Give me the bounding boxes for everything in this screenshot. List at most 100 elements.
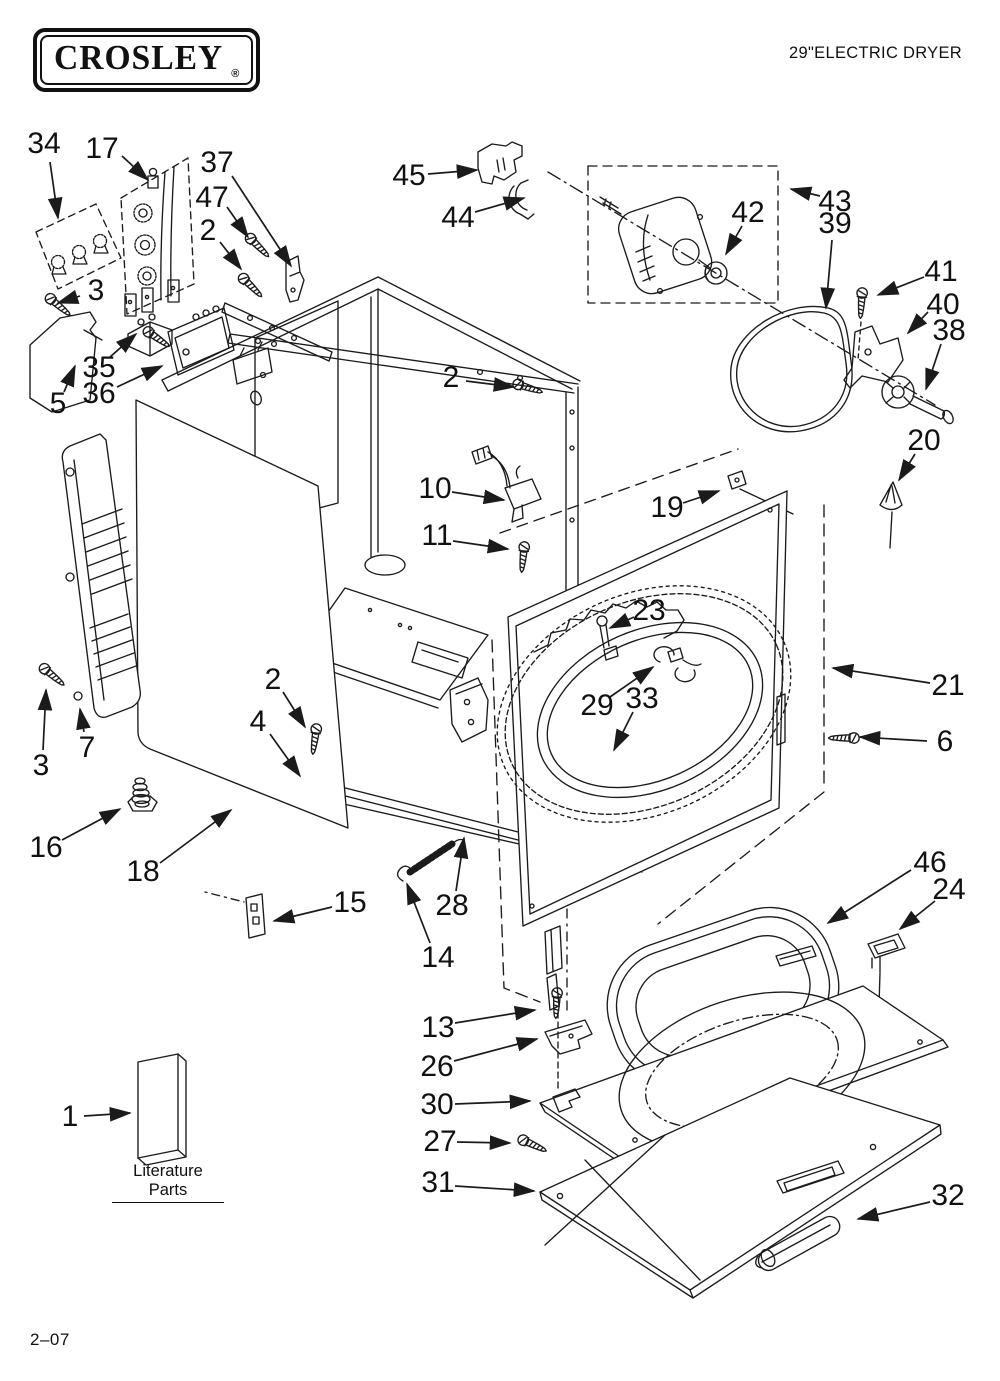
door-spring <box>396 838 465 882</box>
callout-leader-lines <box>37 155 942 1222</box>
callout-label-38: 38 <box>932 314 966 347</box>
crosley-logo: CROSLEY ® <box>33 28 261 92</box>
leader-line-30 <box>454 1094 532 1110</box>
callout-label-18: 18 <box>126 855 160 888</box>
leader-line-39 <box>820 239 836 310</box>
leader-line-6 <box>858 730 928 746</box>
registered-trademark-symbol: ® <box>231 68 240 80</box>
cone-clip <box>879 481 903 549</box>
callout-label-46: 46 <box>913 846 947 879</box>
leader-line-38 <box>925 343 942 391</box>
leader-line-45 <box>427 164 479 179</box>
callout-label-30: 30 <box>420 1088 454 1121</box>
leader-line-15 <box>272 906 333 924</box>
callout-label-2: 2 <box>199 214 217 247</box>
callout-label-16: 16 <box>29 831 63 864</box>
leader-line-17 <box>121 155 150 182</box>
callout-label-35: 35 <box>82 351 116 384</box>
front-panel <box>496 490 792 1011</box>
callout-label-28: 28 <box>435 889 469 922</box>
leader-line-43 <box>789 186 821 201</box>
callout-label-40: 40 <box>926 288 960 321</box>
console-mount-rail <box>221 302 333 362</box>
leader-line-26 <box>453 1037 539 1062</box>
door-handle <box>755 1215 841 1272</box>
callout-label-20: 20 <box>907 424 941 457</box>
motor-clips <box>477 141 535 220</box>
screw-fasteners <box>36 230 869 1157</box>
leader-line-37 <box>231 175 293 268</box>
leader-line-19 <box>682 490 721 505</box>
drive-axis-centerline <box>547 171 936 406</box>
drive-belt <box>730 305 853 433</box>
leader-line-44 <box>474 196 526 213</box>
leader-line-2 <box>465 377 516 392</box>
leader-line-24 <box>898 900 936 931</box>
page-code: 2–07 <box>30 1330 70 1349</box>
callout-label-7: 7 <box>78 731 96 764</box>
callout-label-21: 21 <box>931 669 965 702</box>
side-front-panel <box>135 399 349 829</box>
thermostat-and-clamp <box>596 615 702 683</box>
leader-line-28 <box>453 836 469 892</box>
mounting-clip <box>285 255 305 303</box>
callout-label-32: 32 <box>931 1179 965 1212</box>
callout-label-19: 19 <box>650 491 684 524</box>
callout-label-42: 42 <box>731 196 765 229</box>
callout-label-1: 1 <box>61 1100 79 1133</box>
leveling-foot <box>127 777 158 812</box>
motor-assembly <box>587 165 779 304</box>
callout-label-39: 39 <box>818 207 852 240</box>
callout-label-2: 2 <box>264 663 282 696</box>
rear-vent-panel <box>61 433 141 718</box>
console-support <box>167 305 235 376</box>
callout-label-34: 34 <box>27 127 61 160</box>
crosley-logo-inner-border: CROSLEY ® <box>40 35 254 85</box>
callout-label-44: 44 <box>441 201 475 234</box>
callout-label-33: 33 <box>625 682 659 715</box>
hinge-bracket <box>449 677 489 743</box>
leader-line-16 <box>61 808 122 841</box>
leader-line-29 <box>609 665 655 698</box>
callout-label-15: 15 <box>333 886 367 919</box>
leader-line-32 <box>856 1201 931 1222</box>
leader-line-33 <box>613 711 634 752</box>
catch-bracket <box>204 891 266 939</box>
callout-label-47: 47 <box>195 181 229 214</box>
inner-door-panel <box>539 985 949 1167</box>
callout-label-3: 3 <box>87 274 105 307</box>
callout-label-2: 2 <box>442 361 460 394</box>
leader-line-18 <box>159 808 233 864</box>
callout-label-26: 26 <box>420 1050 454 1083</box>
leader-line-23 <box>608 612 635 629</box>
leader-line-2 <box>282 691 306 729</box>
callout-label-43: 43 <box>818 185 852 218</box>
callout-label-37: 37 <box>200 146 234 179</box>
literature-booklet <box>137 1053 187 1166</box>
callout-label-41: 41 <box>924 255 958 288</box>
brand-name: CROSLEY <box>54 38 224 77</box>
leader-line-5 <box>60 364 76 393</box>
leader-line-7 <box>76 707 91 733</box>
callout-label-45: 45 <box>392 159 426 192</box>
leader-line-4 <box>269 733 302 778</box>
idler-assembly <box>843 325 954 425</box>
leader-line-36 <box>116 365 164 388</box>
leader-line-2 <box>219 241 243 271</box>
callout-label-4: 4 <box>249 705 267 738</box>
callout-label-31: 31 <box>421 1166 455 1199</box>
leader-line-11 <box>452 538 510 554</box>
shield-panel <box>29 311 103 413</box>
callout-label-10: 10 <box>418 472 452 505</box>
callout-label-23: 23 <box>632 594 666 627</box>
leader-line-10 <box>451 489 506 505</box>
leader-line-40 <box>906 311 929 335</box>
callout-label-14: 14 <box>421 941 455 974</box>
door-switch <box>471 445 542 523</box>
callout-label-6: 6 <box>936 725 954 758</box>
leader-line-31 <box>454 1182 536 1198</box>
leader-line-3 <box>56 289 81 304</box>
callout-label-17: 17 <box>85 132 119 165</box>
leader-line-13 <box>454 1005 537 1024</box>
